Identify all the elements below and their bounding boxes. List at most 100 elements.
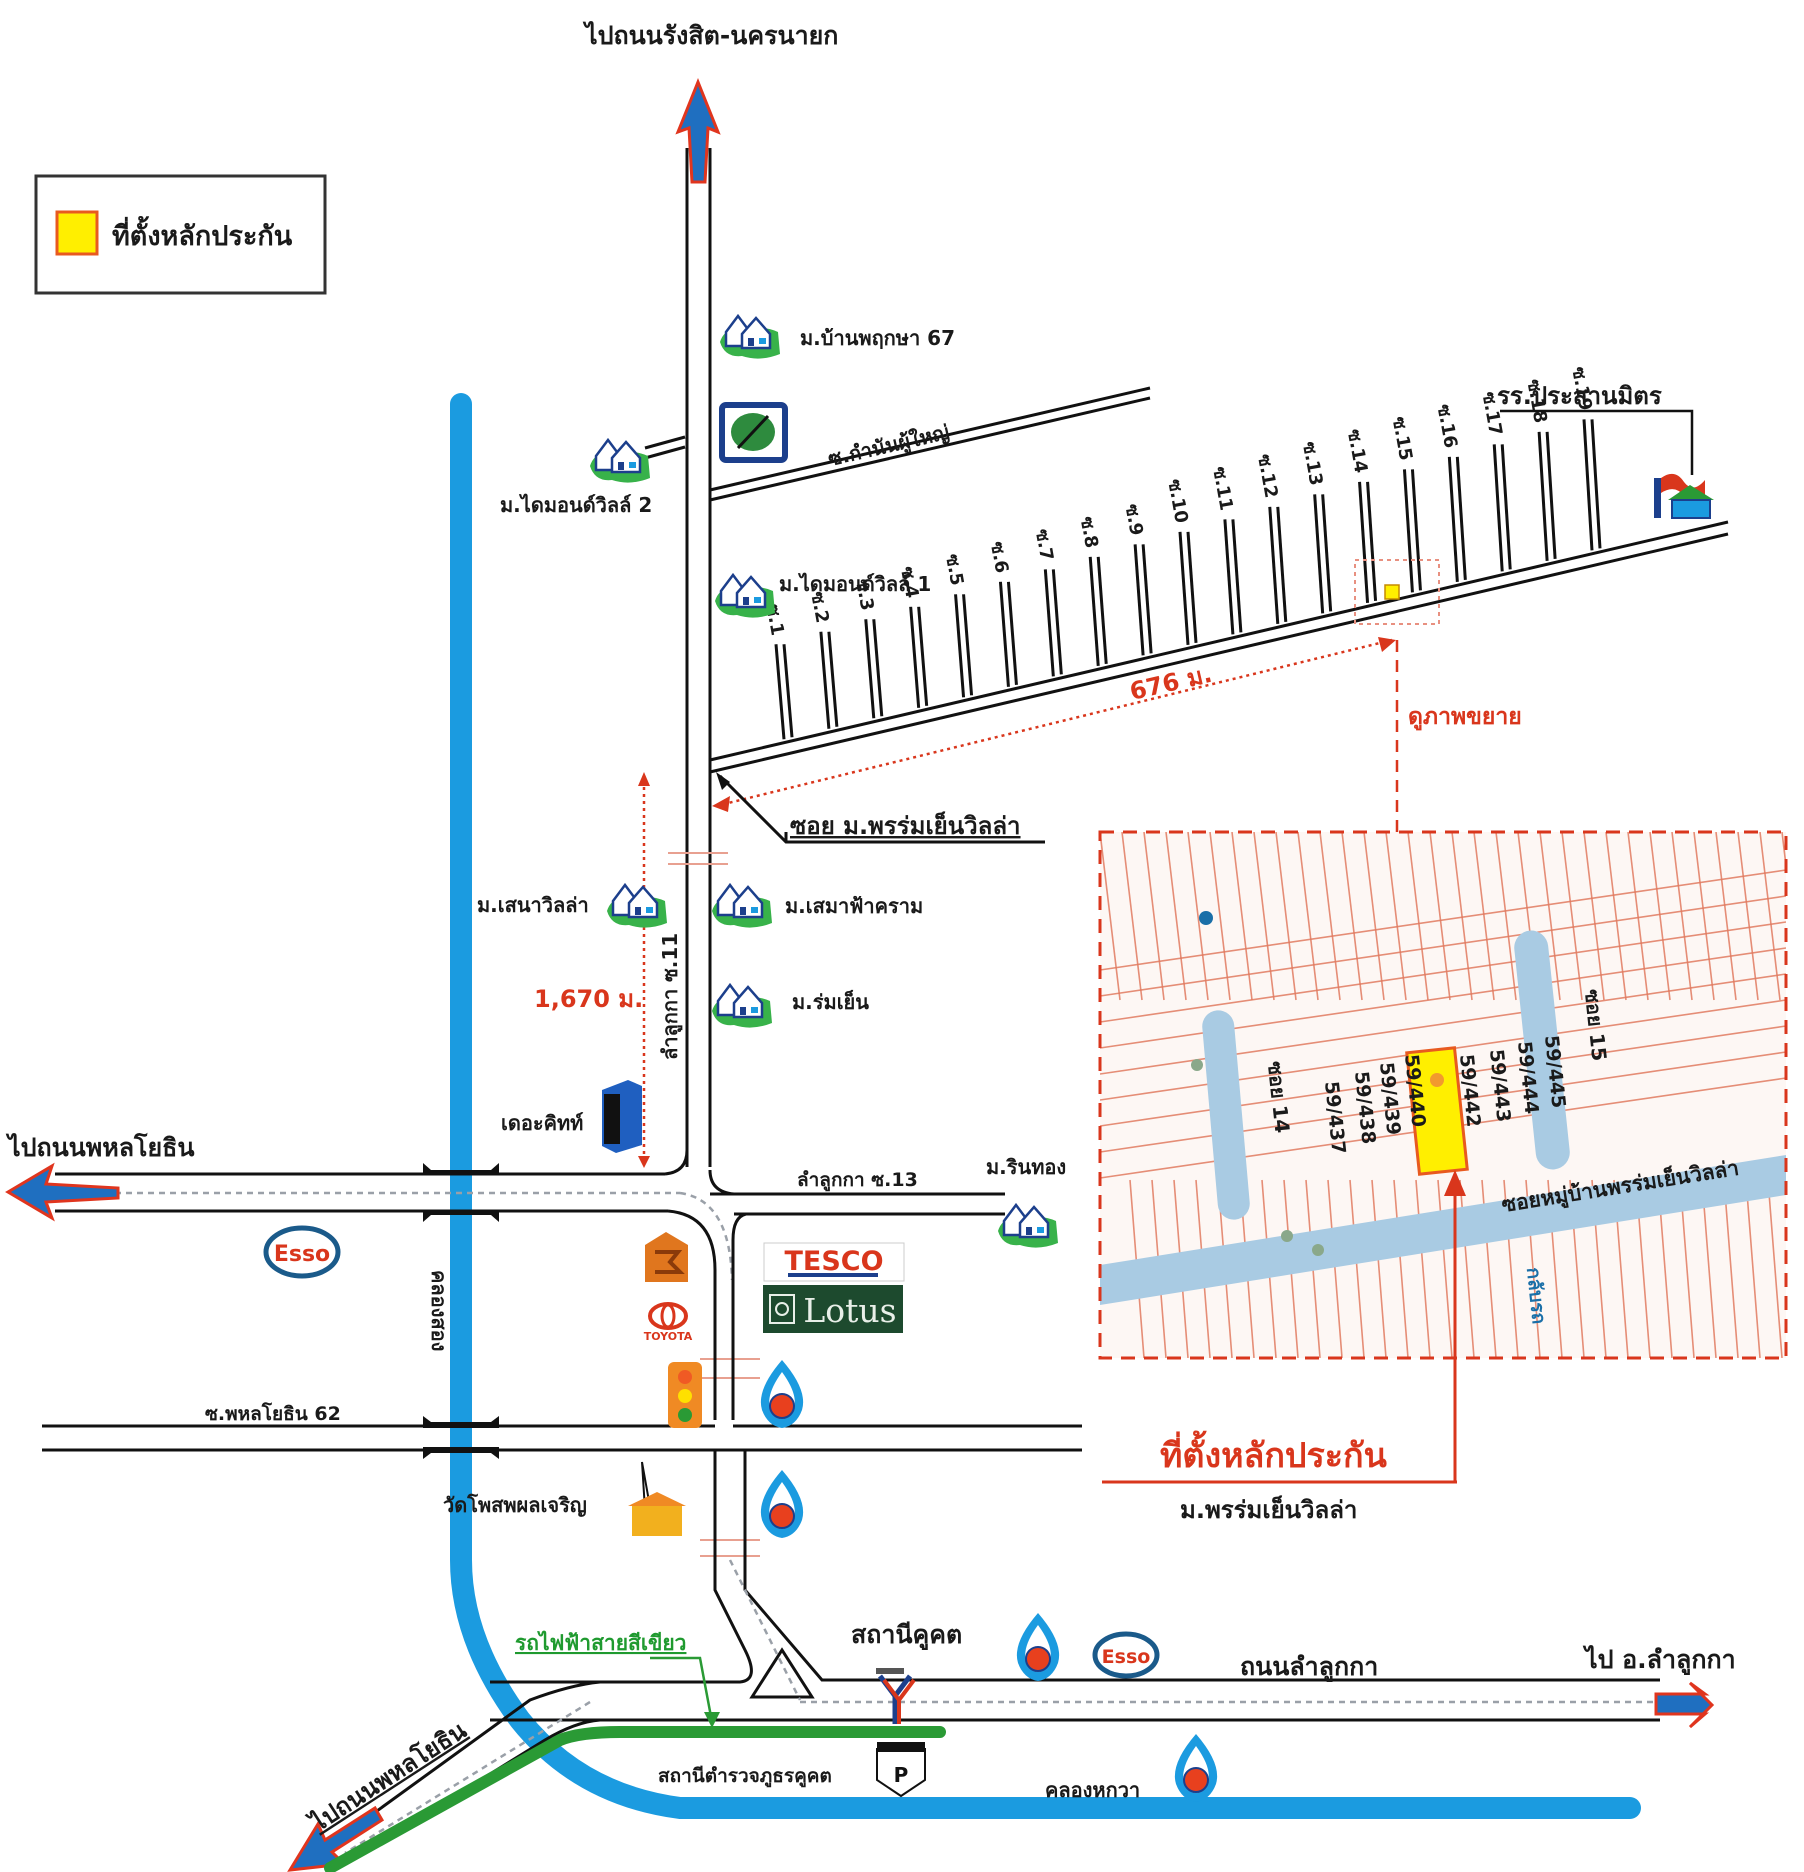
village-house-icon [715,572,775,618]
place-label-ban-pruksa-67: ม.บ้านพฤกษา 67 [800,326,955,350]
place-label-diamond-ville-2: ม.ไดมอนด์วิลล์ 2 [500,493,652,517]
village-house-icon [712,982,772,1028]
lane-3: ซ.3 [851,577,884,719]
road-soi-village [709,520,1729,774]
road-phahon-62 [42,1424,1082,1452]
inset-poi-pin-icon [1199,911,1213,925]
zoom-area-box[interactable] [1354,559,1440,625]
green-line-rail [324,1726,946,1872]
svg-text:TOYOTA: TOYOTA [644,1330,693,1343]
collateral-mini-marker [1384,584,1400,600]
village-house-icon [720,313,780,359]
homepro-logo-icon [645,1232,688,1282]
collateral-title: ที่ตั้งหลักประกัน [1160,1430,1387,1476]
road-label-lamlukka: ถนนลำลูกกา [1240,1652,1378,1683]
lane-label: ซ.5 [941,552,967,587]
ptt-gas-station-icon [1016,1613,1060,1681]
place-label-khu-khot-station: สถานีคูคต [851,1620,962,1651]
lane-11: ซ.11 [1208,465,1243,635]
bridge-icon [423,1163,499,1459]
place-label-sena-villa: ม.เสนาวิลล่า [477,893,589,917]
place-label-school: รร.ประสานมิตร [1497,382,1662,410]
lane-14: ซ.14 [1343,428,1378,603]
lane-17: ซ.17 [1478,390,1512,572]
soi-pointer [718,774,1045,844]
lane-label: ซ.16 [1433,403,1461,450]
place-label-rin-thong: ม.รินทอง [986,1155,1066,1179]
svg-text:Esso: Esso [274,1242,330,1267]
lane-label: ซ.12 [1253,453,1281,500]
lane-label: ซ.11 [1208,465,1236,512]
north-direction-label: ไปถนนรังสิต-นครนายก [582,20,838,50]
school-icon [1654,473,1714,519]
toyota-logo-icon: TOYOTA [644,1302,693,1343]
inset-poi-pin-icon [1312,1244,1324,1256]
lane-12: ซ.12 [1253,453,1288,624]
village-house-icon [590,437,650,483]
inset-soi-14 [1202,1010,1250,1220]
esso-logo-icon: Esso [263,1225,341,1279]
inset-poi-pin-icon [1191,1059,1203,1071]
green-line-label: รถไฟฟ้าสายสีเขียว [515,1630,686,1655]
lane-8: ซ.8 [1076,515,1108,666]
east-direction-label: ไป อ.ลำลูกกา [1582,1644,1736,1676]
canal-label-hok-wa: คลองหกวา [1045,1778,1140,1802]
north-direction-arrow[interactable] [675,77,721,184]
police-station-icon: P [876,1742,926,1798]
lane-label: ซ.6 [986,540,1012,575]
school-pointer [1500,409,1694,475]
road-label-lamlukka-13: ลำลูกกา ซ.13 [797,1169,918,1192]
temple-icon [628,1461,686,1536]
east-direction-arrow[interactable] [1654,1681,1715,1729]
tesco-label: TESCO [784,1246,883,1277]
lane-label: ซ.9 [1121,502,1147,537]
lane-13: ซ.13 [1298,440,1333,614]
ptt-gas-station-icon [760,1360,804,1428]
inset-frame [1098,830,1788,1360]
road-label-lamlukka-11: ลำลูกกา ซ.11 [658,933,684,1060]
lane-15: ซ.15 [1388,415,1422,593]
inset-main-soi [1100,1155,1786,1305]
lane-10: ซ.10 [1163,478,1198,645]
west-direction-label: ไปถนนพหลโยธิน [5,1132,194,1162]
lane-6: ซ.6 [986,540,1018,687]
tesco-lotus-logo: TESCO Lotus [763,1242,905,1333]
inset-pin-icon [1430,1073,1444,1087]
collateral-subtitle: ม.พรร่มเย็นวิลล่า [1180,1495,1357,1524]
road-lamlukka-13 [710,1192,1005,1420]
distance-label-676: 676 ม. [1127,660,1215,706]
village-house-icon [712,882,772,928]
lane-label: ซ.10 [1163,478,1191,525]
southwest-direction-label: ไปถนนพหลโยธิน [303,1715,472,1839]
place-label-police-station: สถานีตำรวจภูธรคูคต [658,1765,832,1788]
ptt-gas-station-icon [760,1470,804,1538]
village-house-icon [607,882,667,928]
soi-village-label: ซอย ม.พรร่มเย็นวิลล่า [790,811,1021,840]
bank-leaf-icon [719,402,788,463]
zoom-link[interactable]: ดูภาพขยาย [1408,704,1522,731]
lane-label: ซ.15 [1388,415,1416,462]
bts-station-icon [876,1668,916,1724]
condo-building-icon [602,1080,642,1153]
side-road-stub [644,435,686,450]
svg-text:Esso: Esso [1102,1646,1151,1668]
road-to-phahonyothin-west [55,1172,734,1420]
distance-label-1670: 1,670 ม. [534,985,643,1013]
inset-soi-15 [1514,930,1570,1170]
esso-logo-icon: Esso [1092,1631,1160,1679]
svg-text:P: P [894,1763,909,1787]
road-label-phahon-62: ซ.พหลโยธิน 62 [205,1402,341,1425]
place-label-samaphan-ram: ม.เสมาฟ้าคราม [785,894,923,918]
traffic-light-icon [668,1362,702,1428]
road-south-to-lamlukka [490,1450,1660,1722]
legend-marker-swatch [55,210,99,256]
west-direction-arrow[interactable] [5,1162,120,1222]
inset-collateral-marker[interactable] [1405,1046,1469,1176]
lane-5: ซ.5 [941,552,974,698]
place-label-wat: วัดโพสพผลเจริญ [443,1493,587,1517]
legend: ที่ตั้งหลักประกัน [34,174,327,295]
place-label-the-kit: เดอะคิทท์ [501,1111,583,1135]
